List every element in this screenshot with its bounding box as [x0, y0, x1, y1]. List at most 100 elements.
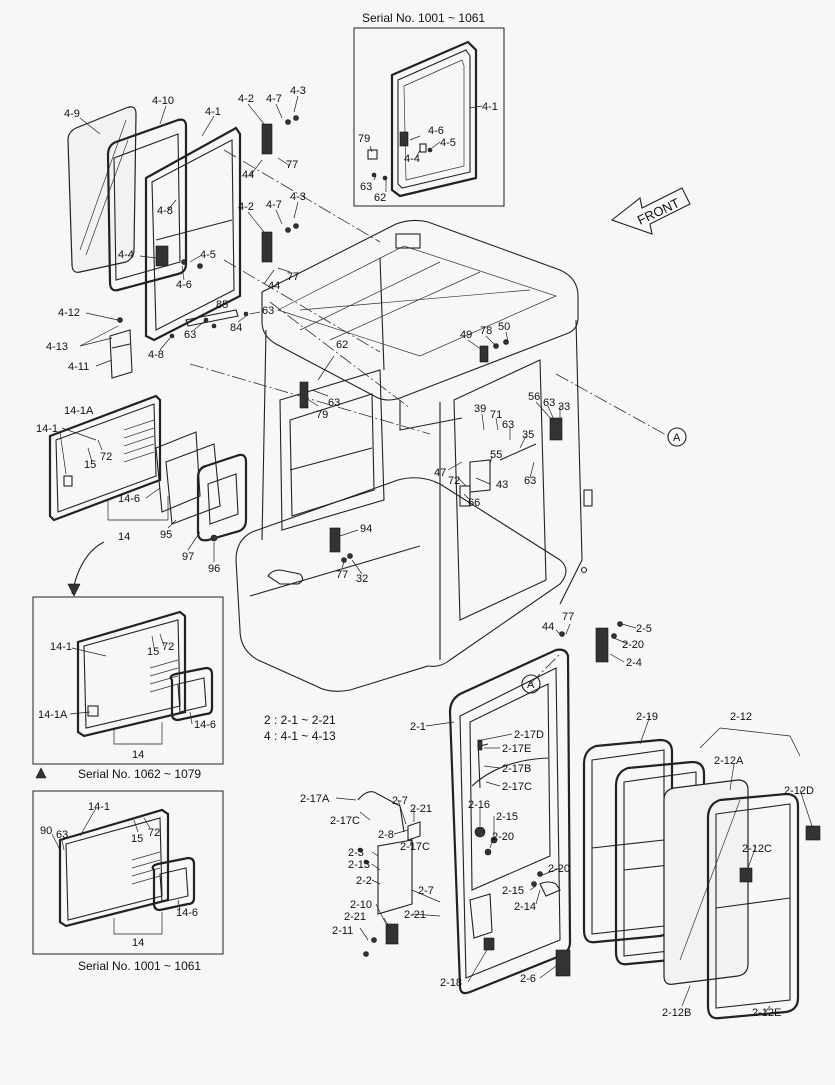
part-label: 63 — [360, 181, 372, 193]
part-label: 2-12 — [730, 711, 752, 723]
part-label: 2-17B — [502, 763, 531, 775]
cover-filter-assembly-14 — [35, 394, 248, 935]
part-label: 2-20 — [548, 863, 570, 875]
part-label: 2-12C — [742, 843, 772, 855]
part-label: 2-4 — [626, 657, 642, 669]
part-label: 4-4 — [118, 249, 134, 261]
part-label: 2-6 — [520, 973, 536, 985]
part-label: 33 — [558, 401, 570, 413]
legend-line-2: 4 : 4-1 ~ 4-13 — [264, 729, 336, 743]
part-label: 63 — [328, 397, 340, 409]
part-label: 63 — [56, 829, 68, 841]
part-label: 14-1 — [36, 423, 58, 435]
part-label: 14 — [132, 749, 144, 761]
part-label: 15 — [147, 646, 159, 658]
part-label: 2-20 — [492, 831, 514, 843]
part-label: 63 — [262, 305, 274, 317]
part-label: 79 — [316, 409, 328, 421]
inset-box-mid-left: Serial No. 1062 ~ 1079 — [32, 596, 224, 781]
part-label: 4-7 — [266, 199, 282, 211]
legend-line-1: 2 : 2-1 ~ 2-21 — [264, 713, 336, 727]
part-label: 2-7 — [392, 795, 408, 807]
serial-caption-mid: Serial No. 1062 ~ 1079 — [78, 767, 201, 781]
door-assembly-2: A — [357, 648, 572, 995]
part-label: 2-17C — [502, 781, 532, 793]
part-label: 97 — [182, 551, 194, 563]
part-label: 85 — [216, 299, 228, 311]
part-label: 72 — [100, 451, 112, 463]
part-label: 2-8 — [378, 829, 394, 841]
part-label: 4-7 — [266, 93, 282, 105]
part-label: 4-2 — [238, 93, 254, 105]
callout-a-door: A — [527, 679, 535, 691]
part-label: 2-17C — [400, 841, 430, 853]
callout-a-cab: A — [673, 432, 681, 444]
part-label: 4-5 — [200, 249, 216, 261]
part-label: 66 — [468, 497, 480, 509]
part-label: 2-13 — [348, 859, 370, 871]
part-label: 78 — [480, 325, 492, 337]
part-label: 4-3 — [290, 191, 306, 203]
part-label: 72 — [448, 475, 460, 487]
part-label: 4-6 — [428, 125, 444, 137]
part-label: 4-8 — [148, 349, 164, 361]
part-label: 77 — [562, 611, 574, 623]
part-label: 49 — [460, 329, 472, 341]
part-label: 4-1 — [205, 106, 221, 118]
part-label: 2-20 — [622, 639, 644, 651]
part-label: 79 — [358, 133, 370, 145]
part-label: 2-12D — [784, 785, 814, 797]
part-label: 2-14 — [514, 901, 536, 913]
window-assembly-4 — [67, 106, 299, 379]
part-label: 2-19 — [636, 711, 658, 723]
part-label: 84 — [230, 322, 242, 334]
part-label: 14-6 — [176, 907, 198, 919]
part-label: 14-1 — [88, 801, 110, 813]
sliding-window-set — [582, 727, 821, 1020]
part-label: 14-1A — [38, 709, 68, 721]
part-label: 44 — [268, 280, 280, 292]
part-label: 2-7 — [418, 885, 434, 897]
leader-lines — [51, 95, 813, 1015]
front-arrow: FRONT — [610, 187, 691, 235]
part-label: 2-17A — [300, 793, 330, 805]
inset-box-bottom-left: Serial No. 1001 ~ 1061 — [32, 790, 224, 973]
part-label: 94 — [360, 523, 372, 535]
part-label: 4-2 — [238, 201, 254, 213]
part-label: 2-15 — [502, 885, 524, 897]
part-label: 63 — [502, 419, 514, 431]
part-label: 14-6 — [118, 493, 140, 505]
part-label: 2-1 — [410, 721, 426, 733]
part-label: 2-21 — [404, 909, 426, 921]
part-label: 15 — [84, 459, 96, 471]
part-label: 2-5 — [636, 623, 652, 635]
part-label: 2-21 — [344, 911, 366, 923]
part-label: 50 — [498, 321, 510, 333]
part-label: 56 — [528, 391, 540, 403]
part-label: 72 — [148, 827, 160, 839]
reference-lines: A — [189, 149, 687, 685]
part-label: 4-10 — [152, 95, 174, 107]
part-label: 44 — [242, 169, 254, 181]
part-label: 71 — [490, 409, 502, 421]
part-label: 4-6 — [176, 279, 192, 291]
part-label: 4-1 — [482, 101, 498, 113]
part-label: 43 — [496, 479, 508, 491]
part-label: 14-1 — [50, 641, 72, 653]
part-label: 77 — [287, 271, 299, 283]
part-label: 4-12 — [58, 307, 80, 319]
part-label: 2-12A — [714, 755, 744, 767]
part-label: 4-4 — [404, 153, 420, 165]
part-label: 2-12E — [752, 1007, 781, 1019]
part-label: 95 — [160, 529, 172, 541]
part-label: 39 — [474, 403, 486, 415]
part-label: 2-21 — [410, 803, 432, 815]
cab-body — [235, 219, 623, 692]
part-label: 55 — [490, 449, 502, 461]
part-label: 2-18 — [440, 977, 462, 989]
legend: 2 : 2-1 ~ 2-21 4 : 4-1 ~ 4-13 — [264, 713, 336, 743]
part-label: 2-17D — [514, 729, 544, 741]
part-label: 44 — [542, 621, 554, 633]
part-label: 96 — [208, 563, 220, 575]
part-label: 62 — [374, 192, 386, 204]
